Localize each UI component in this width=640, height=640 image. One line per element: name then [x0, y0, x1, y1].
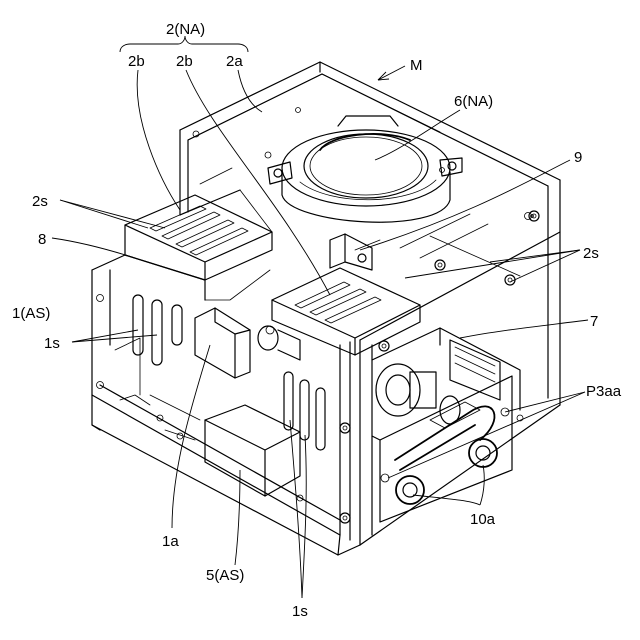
label-1as: 1(AS) [12, 305, 50, 322]
label-9: 9 [574, 149, 582, 166]
bottom-face-slits [284, 372, 325, 450]
label-10a: 10a [470, 511, 496, 528]
label-2b-right: 2b [176, 53, 193, 70]
label-1a: 1a [162, 533, 179, 550]
label-5as: 5(AS) [206, 567, 244, 584]
part-9-bracket [330, 234, 380, 270]
label-2na: 2(NA) [166, 21, 205, 38]
part-8-step [125, 255, 270, 378]
screws [340, 211, 539, 523]
label-1s-left: 1s [44, 335, 60, 352]
top-plate-2b-right [272, 268, 420, 355]
label-1s-bottom: 1s [292, 603, 308, 620]
label-2b-left: 2b [128, 53, 145, 70]
label-p3aa: P3aa [586, 383, 622, 400]
left-face-slits [97, 270, 183, 389]
fan-6 [268, 116, 462, 222]
pulley-assembly [372, 376, 512, 522]
label-7: 7 [590, 313, 598, 330]
label-m: M [410, 57, 423, 74]
label-2a: 2a [226, 53, 243, 70]
label-2s-left: 2s [32, 193, 48, 210]
label-6na: 6(NA) [454, 93, 493, 110]
label-8: 8 [38, 231, 46, 248]
label-2s-right: 2s [583, 245, 599, 262]
